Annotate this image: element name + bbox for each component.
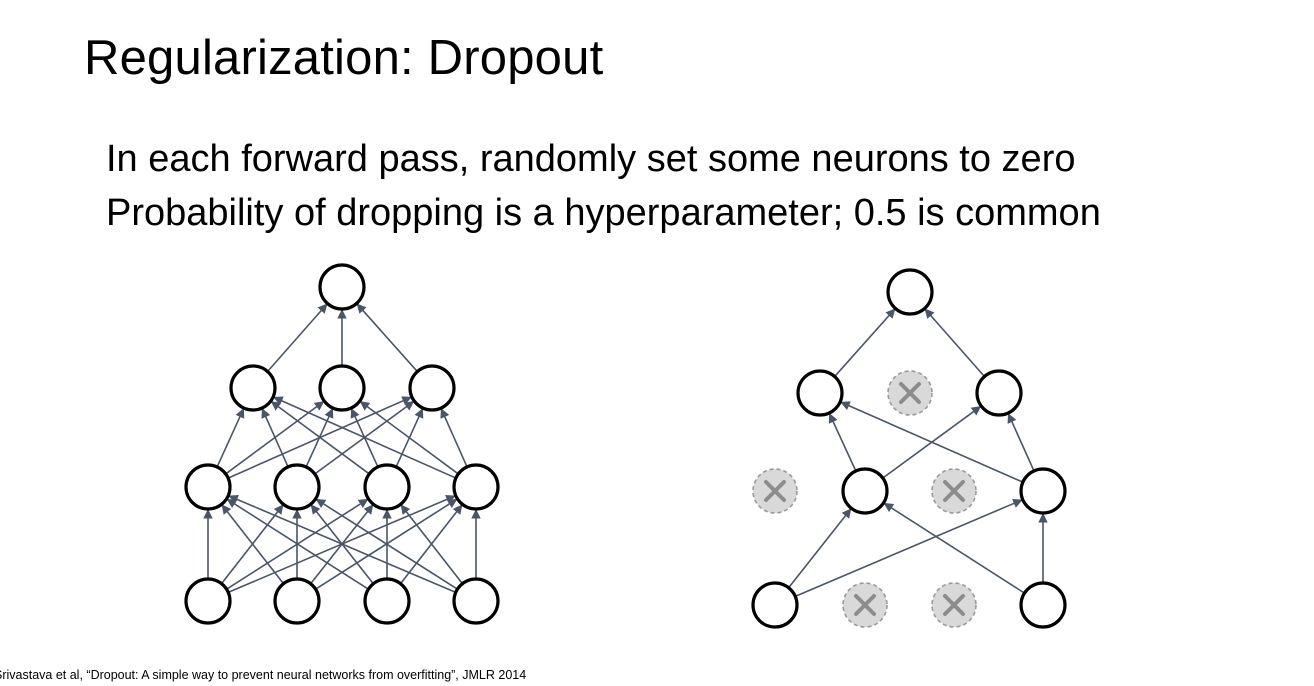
- edge-arrow: [440, 408, 468, 468]
- dropped-neuron: [931, 468, 977, 514]
- neuron: [273, 577, 321, 625]
- edge-arrow: [924, 308, 986, 378]
- edge-arrow: [828, 413, 857, 472]
- neuron: [229, 364, 277, 412]
- dropped-neuron: [887, 370, 933, 416]
- edge-arrow: [228, 494, 457, 594]
- cross-icon: [943, 480, 965, 502]
- edge-arrow: [315, 498, 458, 590]
- neuron: [886, 268, 934, 316]
- edge-arrow: [216, 408, 245, 468]
- edge-arrow: [359, 401, 459, 475]
- cross-icon: [854, 594, 876, 616]
- neuron: [408, 364, 456, 412]
- edge-arrow: [273, 396, 457, 479]
- edge-arrow: [261, 408, 289, 468]
- neuron: [796, 369, 844, 417]
- edge-arrow: [794, 498, 1023, 598]
- edge-arrow: [221, 504, 285, 585]
- neuron: [452, 463, 500, 511]
- slide-title: Regularization: Dropout: [84, 31, 604, 85]
- nodes: [751, 268, 1067, 629]
- edge-arrow: [226, 498, 369, 590]
- standard-network: [184, 263, 500, 625]
- edge-arrow: [400, 504, 464, 585]
- edge-arrow: [266, 303, 328, 373]
- neuron: [841, 467, 889, 515]
- neuron: [184, 463, 232, 511]
- bullet-1: In each forward pass, randomly set some …: [106, 138, 1076, 180]
- dropped-neuron: [752, 468, 798, 514]
- citation: Srivastava et al, “Dropout: A simple way…: [0, 668, 527, 682]
- bullet-2: Probability of dropping is a hyperparame…: [106, 192, 1101, 234]
- cross-icon: [943, 594, 965, 616]
- neuron: [363, 577, 411, 625]
- neuron: [1019, 467, 1067, 515]
- neuron: [318, 364, 366, 412]
- edge-arrow: [883, 502, 1025, 594]
- edge-arrow: [788, 508, 852, 589]
- edge-arrow: [1007, 413, 1035, 472]
- edges: [203, 303, 481, 594]
- cross-icon: [764, 480, 786, 502]
- edge-arrow: [834, 308, 896, 378]
- neuron: [273, 463, 321, 511]
- neuron: [452, 577, 500, 625]
- neuron: [975, 369, 1023, 417]
- edges: [788, 308, 1048, 598]
- neuron: [751, 581, 799, 629]
- neuron: [318, 263, 366, 311]
- edge-arrow: [840, 401, 1024, 483]
- cross-icon: [899, 382, 921, 404]
- bullet-list: In each forward pass, randomly set some …: [106, 132, 1101, 240]
- dropout-network: [751, 268, 1067, 629]
- neuron: [1019, 581, 1067, 629]
- edge-arrow: [356, 303, 418, 373]
- dropped-neuron: [931, 582, 977, 628]
- neuron: [363, 463, 411, 511]
- dropped-neuron: [842, 582, 888, 628]
- nodes: [184, 263, 500, 625]
- neuron: [184, 577, 232, 625]
- edge-arrow: [270, 401, 370, 475]
